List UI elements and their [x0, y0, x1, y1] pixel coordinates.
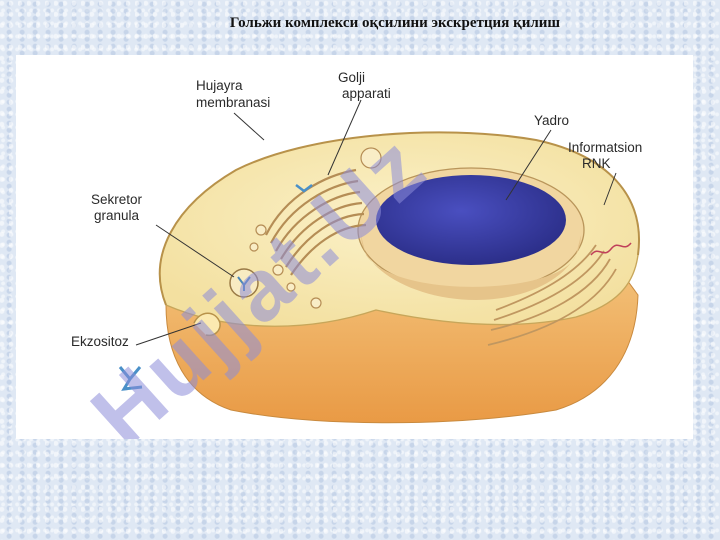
pointer-nucleus	[505, 129, 552, 201]
vesicles	[249, 147, 382, 309]
mrna-strand	[590, 242, 632, 256]
secretory-granule	[229, 268, 259, 298]
label-golgi-2: apparati	[342, 86, 391, 101]
pointer-golgi	[327, 99, 362, 176]
cell-membrane	[158, 131, 640, 306]
pointer-mrna	[603, 172, 617, 206]
rough-er	[487, 244, 617, 346]
nucleus	[376, 175, 566, 265]
protein-near-golgi	[295, 184, 313, 193]
exocytosis-pocket	[193, 312, 221, 337]
label-golgi-1: Golji	[338, 70, 365, 85]
slide-title: Гольжи комплекси оқсилини экскретция қил…	[229, 15, 561, 31]
pointer-granule	[155, 224, 235, 278]
label-membrane-2: membranasi	[196, 95, 270, 110]
label-granule-1: Sekretor	[91, 192, 143, 207]
label-membrane-1: Hujayra	[196, 78, 243, 93]
label-granule-2: granula	[94, 208, 140, 223]
label-exocytosis: Ekzositoz	[71, 334, 129, 349]
nucleus-cavity	[361, 235, 581, 300]
label-mrna-2: RNK	[582, 156, 611, 171]
label-nucleus: Yadro	[534, 113, 569, 128]
cell-illustration: Hujayra membranasi Golji apparati Yadro …	[71, 70, 642, 439]
protein-in-granule	[237, 276, 251, 291]
label-mrna-1: Informatsion	[568, 140, 642, 155]
secreted-protein	[118, 366, 143, 391]
pointer-membrane	[233, 112, 265, 141]
pointer-exocytosis	[135, 322, 202, 346]
cell-diagram: Hujayra membranasi Golji apparati Yadro …	[16, 55, 693, 439]
